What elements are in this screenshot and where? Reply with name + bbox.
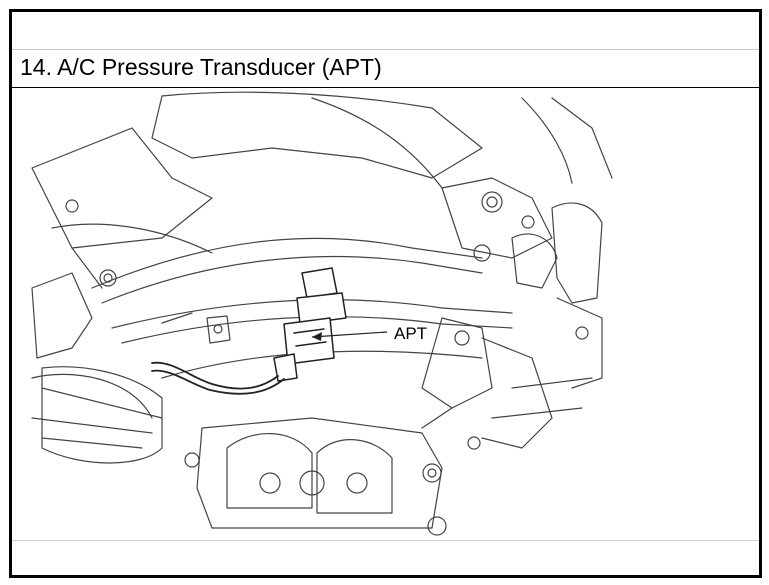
top-strip xyxy=(12,12,759,50)
document-frame: 14. A/C Pressure Transducer (APT) xyxy=(9,9,762,578)
engine-bay-illustration: APT xyxy=(31,91,613,536)
illustration: APT xyxy=(12,88,759,540)
apt-label: APT xyxy=(394,324,427,343)
apt-sensor xyxy=(273,267,347,382)
line-art xyxy=(31,91,613,536)
apt-callout: APT xyxy=(311,324,427,343)
callout-arrowhead xyxy=(312,332,322,341)
callout-leader-line xyxy=(311,331,388,338)
bottom-strip xyxy=(12,540,759,576)
section-title: 14. A/C Pressure Transducer (APT) xyxy=(20,54,382,80)
apt-harness xyxy=(151,361,285,395)
title-bar: 14. A/C Pressure Transducer (APT) xyxy=(12,50,759,88)
